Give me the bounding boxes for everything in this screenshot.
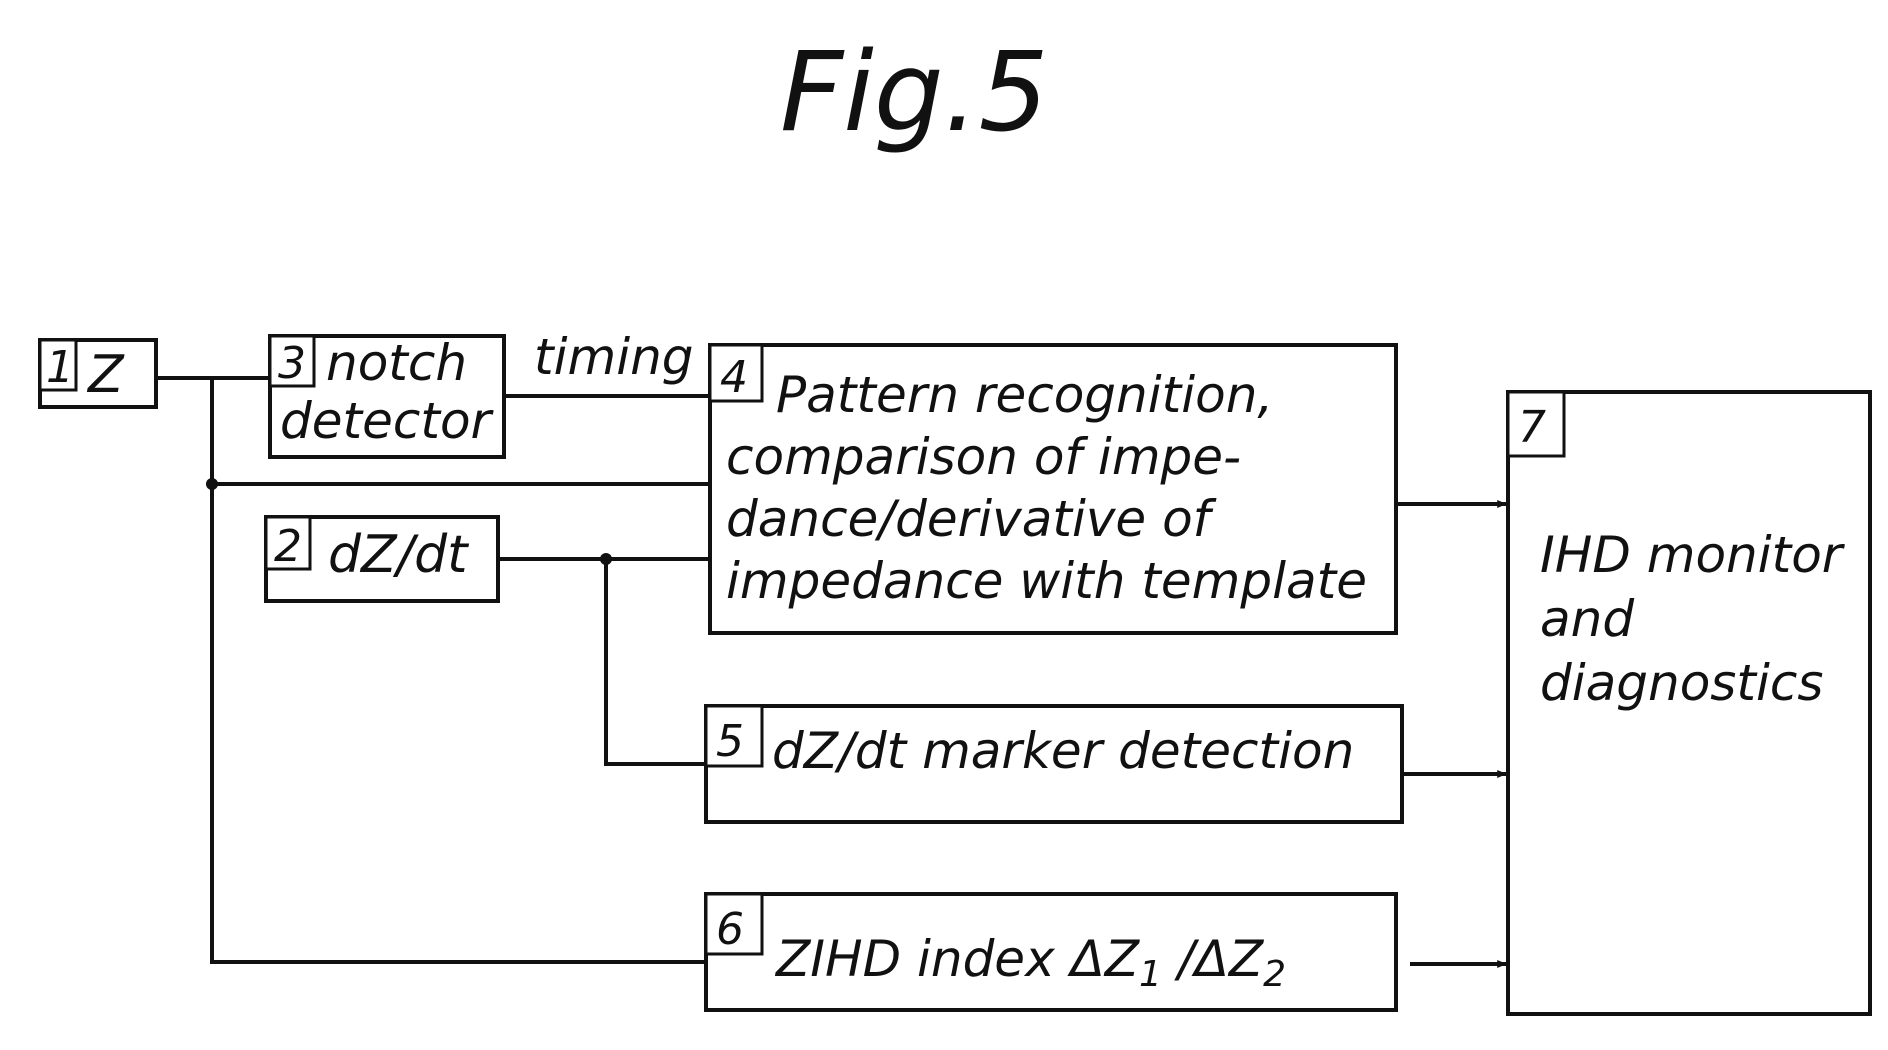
block-3-number: 3 — [278, 338, 306, 389]
wire-dzdt-to-block5 — [606, 559, 706, 764]
block-6-zihd-index: 6 ZIHD index ΔZ1 /ΔZ2 — [706, 894, 1396, 1010]
block-4-line3: dance/derivative of — [726, 490, 1217, 548]
block-1-label: Z — [86, 345, 125, 405]
block-3-notch-detector: 3 notch detector — [270, 334, 504, 457]
block-2-dzdt: 2 dZ/dt — [266, 517, 498, 601]
block-1-number: 1 — [46, 342, 74, 393]
junction-dot-dzdt — [600, 553, 612, 565]
block-5-number: 5 — [716, 716, 744, 767]
block-7-line2: and — [1540, 590, 1634, 648]
block-7-line3: diagnostics — [1540, 654, 1823, 712]
junction-dot-z — [206, 478, 218, 490]
block-6-number: 6 — [716, 904, 744, 955]
timing-label: timing — [534, 328, 694, 386]
block-7-line1: IHD monitor — [1540, 526, 1846, 584]
figure-title: Fig.5 — [780, 28, 1049, 156]
block-5-marker-detection: 5 dZ/dt marker detection — [706, 706, 1402, 822]
block-4-line2: comparison of impe- — [726, 428, 1241, 486]
wire-z-trunk-to-block6 — [212, 378, 706, 962]
block-4-line1: Pattern recognition, — [776, 366, 1273, 424]
block-3-line2: detector — [280, 392, 495, 450]
block-1-z: 1 Z — [40, 340, 156, 407]
block-3-line1: notch — [326, 334, 467, 392]
block-6-label: ZIHD index ΔZ1 /ΔZ2 — [774, 930, 1286, 995]
block-5-label: dZ/dt marker detection — [772, 722, 1354, 780]
block-4-number: 4 — [720, 352, 748, 403]
block-4-pattern-recognition: 4 Pattern recognition, comparison of imp… — [710, 345, 1396, 633]
block-4-line4: impedance with template — [726, 552, 1367, 610]
block-2-label: dZ/dt — [328, 525, 469, 585]
block-2-number: 2 — [274, 521, 302, 572]
block-7-ihd-monitor: 7 IHD monitor and diagnostics — [1508, 392, 1870, 1014]
block-7-number: 7 — [1518, 402, 1546, 453]
